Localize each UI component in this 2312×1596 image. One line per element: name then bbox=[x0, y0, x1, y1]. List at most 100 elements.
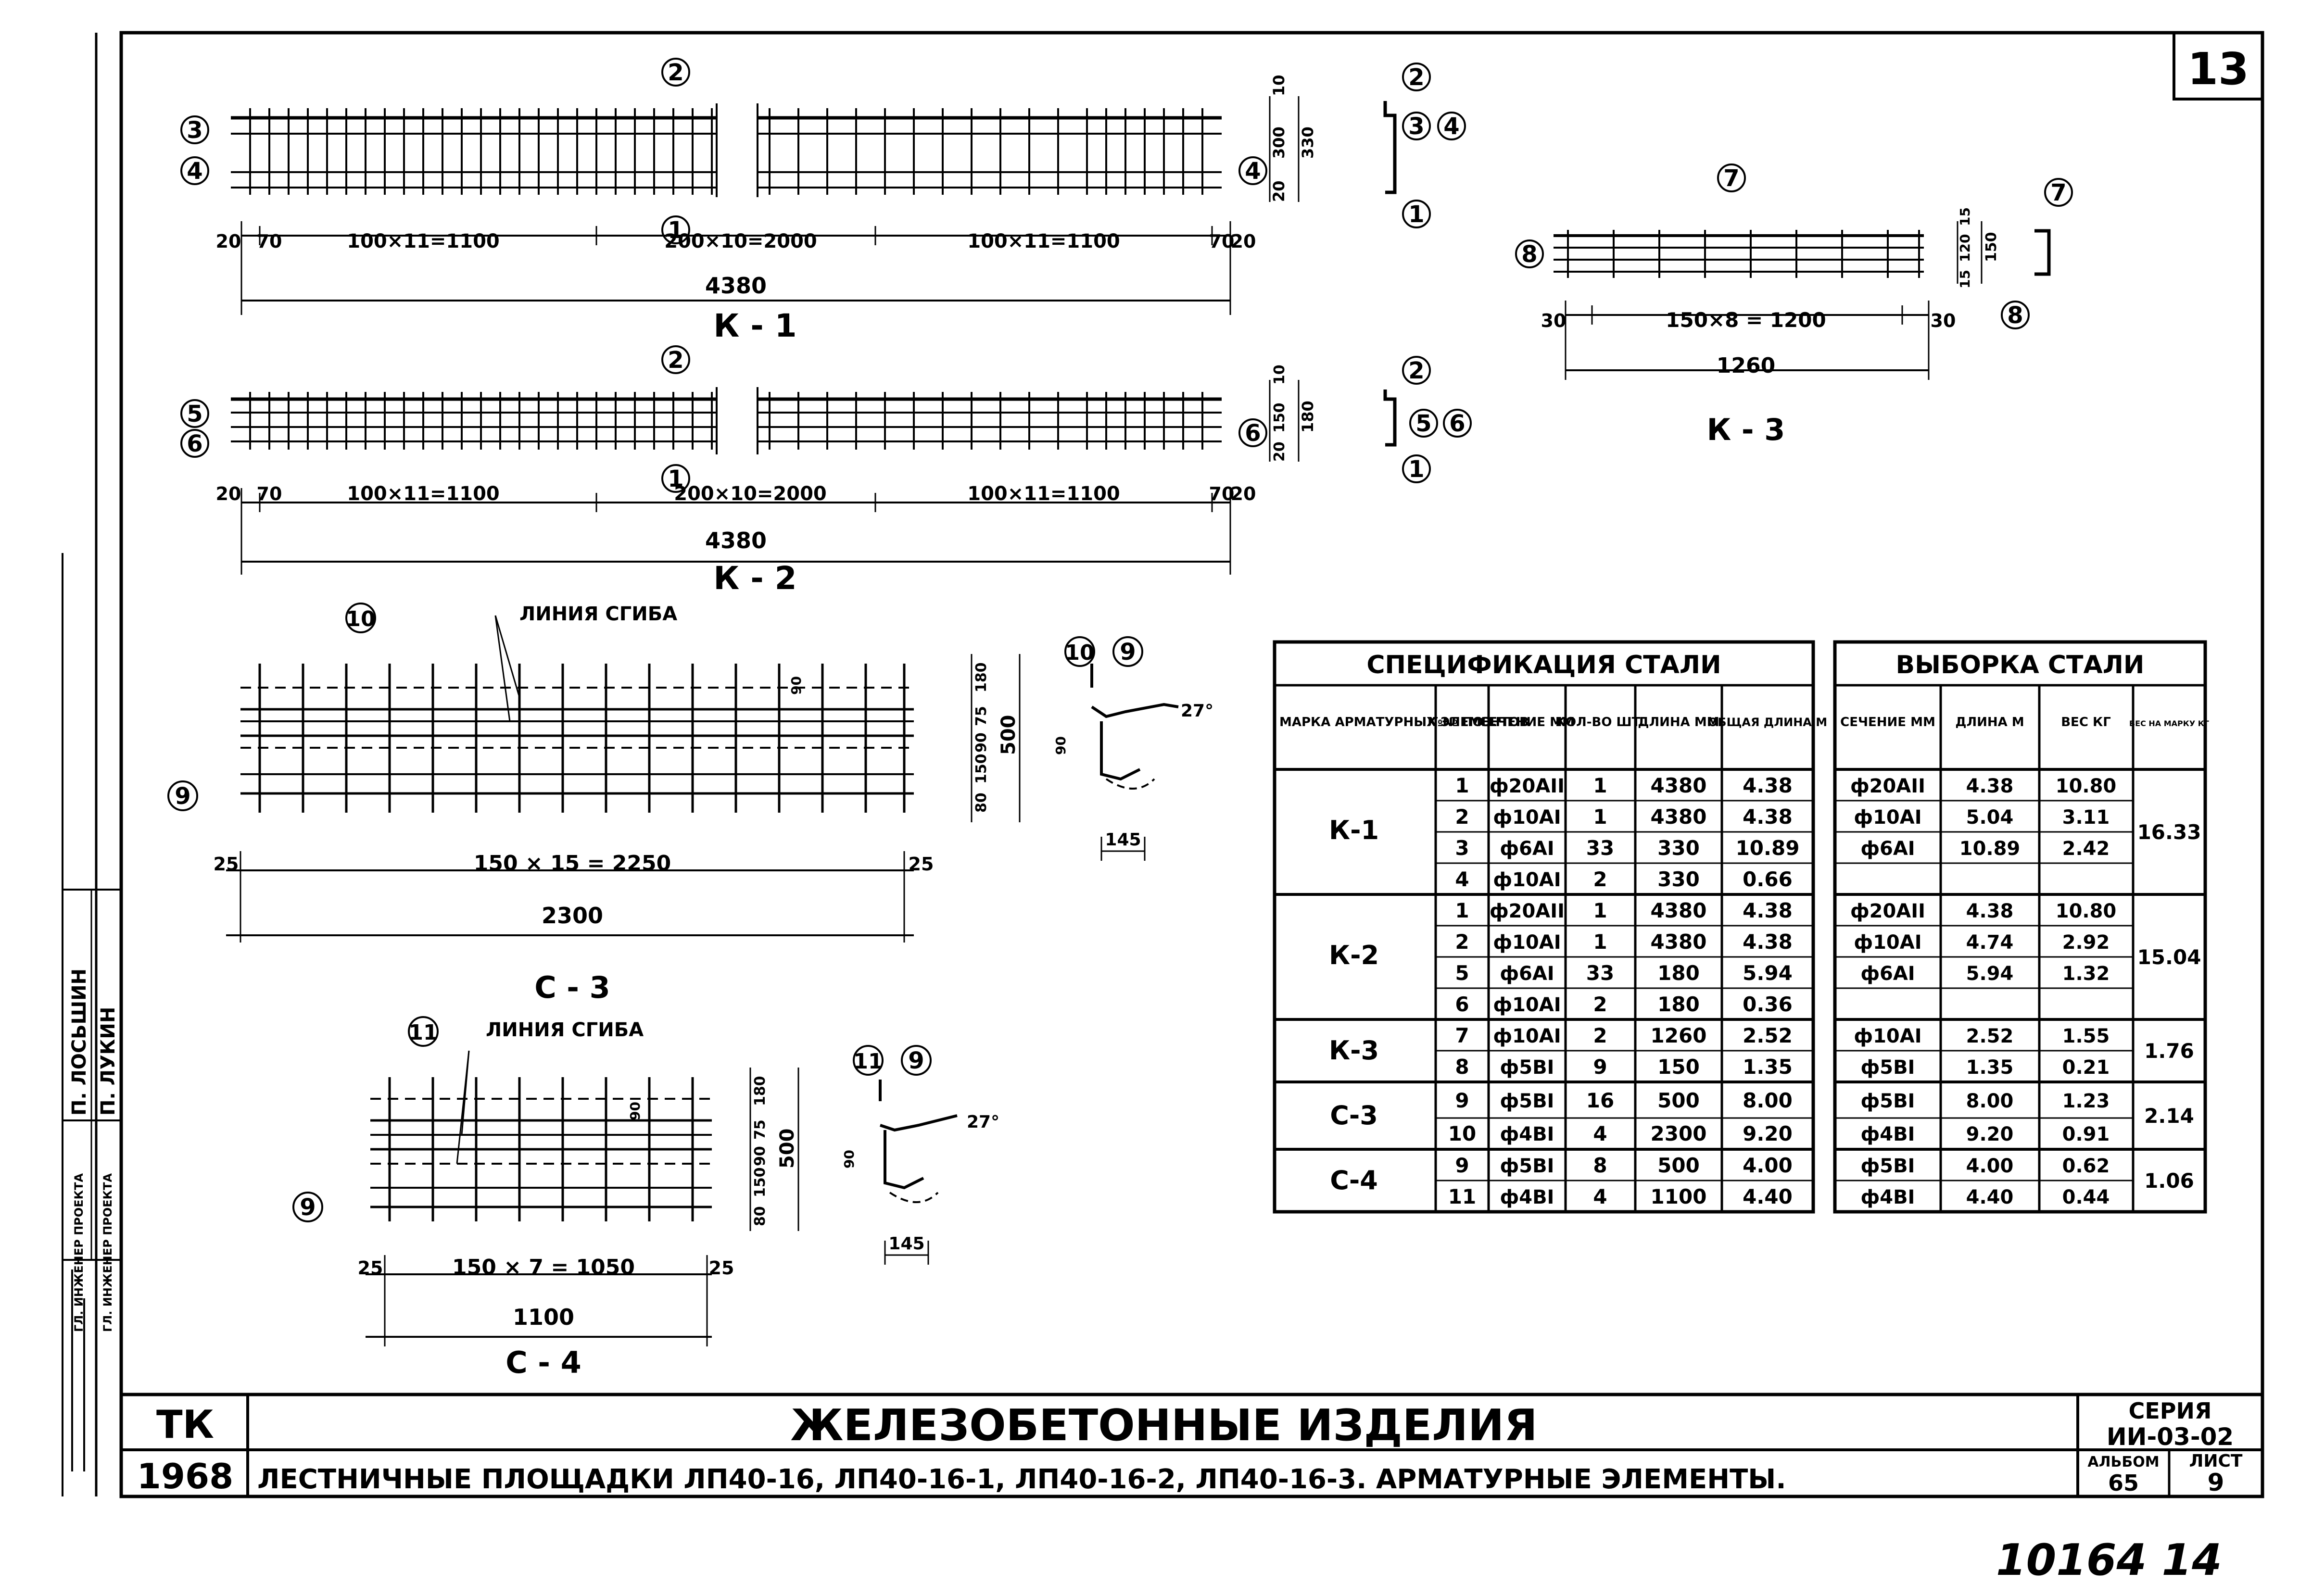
spec-cell-qty: 2 bbox=[1593, 867, 1607, 891]
spec-cell-total: 8.00 bbox=[1743, 1089, 1793, 1112]
c4-height-dim-1: 150 bbox=[752, 1167, 769, 1197]
spec-cell-total: 4.38 bbox=[1743, 805, 1793, 829]
c3-height-dim-0: 80 bbox=[973, 792, 990, 813]
spec-cell-total: 4.38 bbox=[1743, 774, 1793, 797]
spec-table-title: СПЕЦИФИКАЦИЯ СТАЛИ bbox=[1366, 651, 1721, 679]
title-main: ЖЕЛЕЗОБЕТОННЫЕ ИЗДЕЛИЯ bbox=[790, 1400, 1537, 1451]
spec-cell-pos: 1 bbox=[1455, 899, 1469, 922]
spec-cell-pos: 10 bbox=[1448, 1122, 1476, 1145]
k2-dim-0: 20 bbox=[216, 483, 241, 504]
k2-height-dim-3: 180 bbox=[1299, 401, 1317, 433]
steel-row: ф20АII 4.38 10.80 bbox=[1850, 775, 2116, 797]
spec-cell-qty: 1 bbox=[1593, 774, 1607, 797]
c3-height-dim-1: 150 bbox=[973, 754, 990, 784]
drawing-k1 bbox=[231, 96, 1397, 315]
spec-cell-pos: 3 bbox=[1455, 836, 1469, 860]
k3-total: 1260 bbox=[1717, 353, 1775, 378]
k2-mark-6: 6 bbox=[187, 430, 202, 457]
steel-cell-weight: 2.92 bbox=[2062, 931, 2110, 954]
spec-cell-qty: 33 bbox=[1586, 961, 1614, 985]
spec-cell-length: 1260 bbox=[1651, 1024, 1707, 1047]
k3-height-dim-0: 15 bbox=[1957, 207, 1973, 226]
spec-cell-qty: 4 bbox=[1593, 1122, 1607, 1145]
spec-cell-length: 4380 bbox=[1651, 805, 1707, 829]
k1-dim-1: 70 bbox=[257, 231, 282, 252]
spec-cell-section: ф5ВI bbox=[1500, 1056, 1554, 1079]
spec-cell-total: 4.38 bbox=[1743, 930, 1793, 954]
steel-table bbox=[1833, 640, 2207, 1214]
k2-section-mark-2: 2 bbox=[1408, 357, 1424, 384]
spec-cell-section: ф6АI bbox=[1500, 963, 1554, 985]
steel-cell-section: ф5ВI bbox=[1861, 1155, 1915, 1177]
spec-cell-pos: 6 bbox=[1455, 993, 1469, 1016]
k2-marks: 2 5 6 1 6 2 5 6 1 bbox=[180, 345, 1472, 493]
steel-cell-weight: 1.55 bbox=[2062, 1025, 2110, 1047]
c3-bend-90: 90 bbox=[1053, 736, 1069, 755]
steel-cell-length: 5.94 bbox=[1966, 963, 2014, 985]
spec-row: 1 ф20АII 1 4380 4.38 bbox=[1455, 899, 1792, 922]
drawing-c4 bbox=[292, 1016, 958, 1346]
c3-offset: 145 bbox=[1105, 830, 1141, 850]
series-label: СЕРИЯ bbox=[2129, 1398, 2212, 1424]
spec-cell-qty: 1 bbox=[1593, 805, 1607, 829]
title-subtitle: ЛЕСТНИЧНЫЕ ПЛОЩАДКИ ЛП40-16, ЛП40-16-1, … bbox=[257, 1464, 1786, 1495]
spec-cell-pos: 4 bbox=[1455, 867, 1469, 891]
c3-dim-2: 25 bbox=[909, 854, 934, 875]
drawing-k3 bbox=[1515, 163, 2073, 380]
spec-cell-section: ф10АI bbox=[1493, 806, 1561, 829]
k1-dim-3: 200×10=2000 bbox=[664, 230, 817, 252]
c3-total: 2300 bbox=[542, 903, 603, 929]
spec-cell-pos: 2 bbox=[1455, 930, 1469, 954]
c4-section-mark-9: 9 bbox=[908, 1047, 924, 1074]
steel-header-weight-per-mark: ВЕС НА МАРКУ КГ bbox=[2129, 719, 2209, 728]
spec-row: 2 ф10АI 1 4380 4.38 bbox=[1455, 930, 1792, 954]
spec-mark-k2: К-2 bbox=[1329, 940, 1379, 970]
spec-cell-section: ф6АI bbox=[1500, 838, 1554, 860]
spec-cell-length: 180 bbox=[1657, 961, 1700, 985]
steel-cell-length: 9.20 bbox=[1966, 1123, 2014, 1145]
c3-height-dim-5: 500 bbox=[998, 715, 1020, 755]
steel-row: ф20АII 4.38 10.80 bbox=[1850, 900, 2116, 922]
steel-cell-section: ф10АI bbox=[1854, 931, 1921, 954]
k1-name: К - 1 bbox=[713, 307, 796, 344]
c3-height-dim-3: 75 bbox=[973, 706, 990, 726]
spec-cell-section: ф5ВI bbox=[1500, 1090, 1554, 1112]
c4-side-90: 90 bbox=[627, 1102, 643, 1120]
k2-dim-3: 200×10=2000 bbox=[674, 483, 827, 505]
album-label: АЛЬБОМ bbox=[2087, 1454, 2159, 1470]
spec-row: 3 ф6АI 33 330 10.89 bbox=[1455, 836, 1799, 860]
spec-header-mark: МАРКА АРМАТУРНЫХ ЭЛЕМЕНТОВ bbox=[1279, 715, 1529, 729]
c4-mark-9: 9 bbox=[300, 1194, 316, 1221]
spec-cell-pos: 5 bbox=[1455, 961, 1469, 985]
spec-row: 9 ф5ВI 16 500 8.00 bbox=[1455, 1089, 1792, 1112]
k2-total: 4380 bbox=[705, 528, 767, 553]
steel-cell-section: ф6АI bbox=[1860, 838, 1915, 860]
spec-cell-pos: 9 bbox=[1455, 1154, 1469, 1177]
steel-group-total-1: 16.33 bbox=[2137, 820, 2201, 844]
handwritten-number: 10164 14 bbox=[1996, 1535, 2222, 1585]
spec-mark-c4: С-4 bbox=[1330, 1165, 1378, 1195]
k1-mark-4: 4 bbox=[187, 158, 202, 185]
k3-labels: 7 8 7 8 30 150×8 = 1200 30 1260 15 120 1… bbox=[1521, 165, 2066, 447]
c3-height-dim-4: 180 bbox=[973, 662, 990, 692]
c4-total: 1100 bbox=[513, 1304, 574, 1330]
spec-cell-section: ф4ВI bbox=[1500, 1123, 1554, 1145]
k1-dim-6: 20 bbox=[1231, 231, 1256, 252]
k2-mark-2: 2 bbox=[668, 347, 683, 374]
k3-dim-2: 30 bbox=[1931, 310, 1956, 331]
spec-cell-pos: 8 bbox=[1455, 1055, 1469, 1079]
steel-cell-weight: 0.44 bbox=[2062, 1186, 2110, 1208]
steel-header-weight: ВЕС КГ bbox=[2061, 715, 2111, 729]
spec-cell-length: 4380 bbox=[1651, 930, 1707, 954]
title-block bbox=[121, 1393, 2262, 1496]
c3-angle: 27° bbox=[1181, 701, 1213, 721]
spec-header-total: ОБЩАЯ ДЛИНА М bbox=[1708, 716, 1827, 729]
spec-cell-total: 0.66 bbox=[1743, 867, 1793, 891]
spec-cell-qty: 1 bbox=[1593, 930, 1607, 954]
spec-cell-qty: 33 bbox=[1586, 836, 1614, 860]
steel-group-total-3: 1.76 bbox=[2144, 1039, 2194, 1063]
spec-cell-pos: 7 bbox=[1455, 1024, 1469, 1047]
spec-cell-total: 4.00 bbox=[1743, 1154, 1793, 1177]
stamp-name-1: П. ЛОСЬШИН bbox=[68, 968, 90, 1116]
